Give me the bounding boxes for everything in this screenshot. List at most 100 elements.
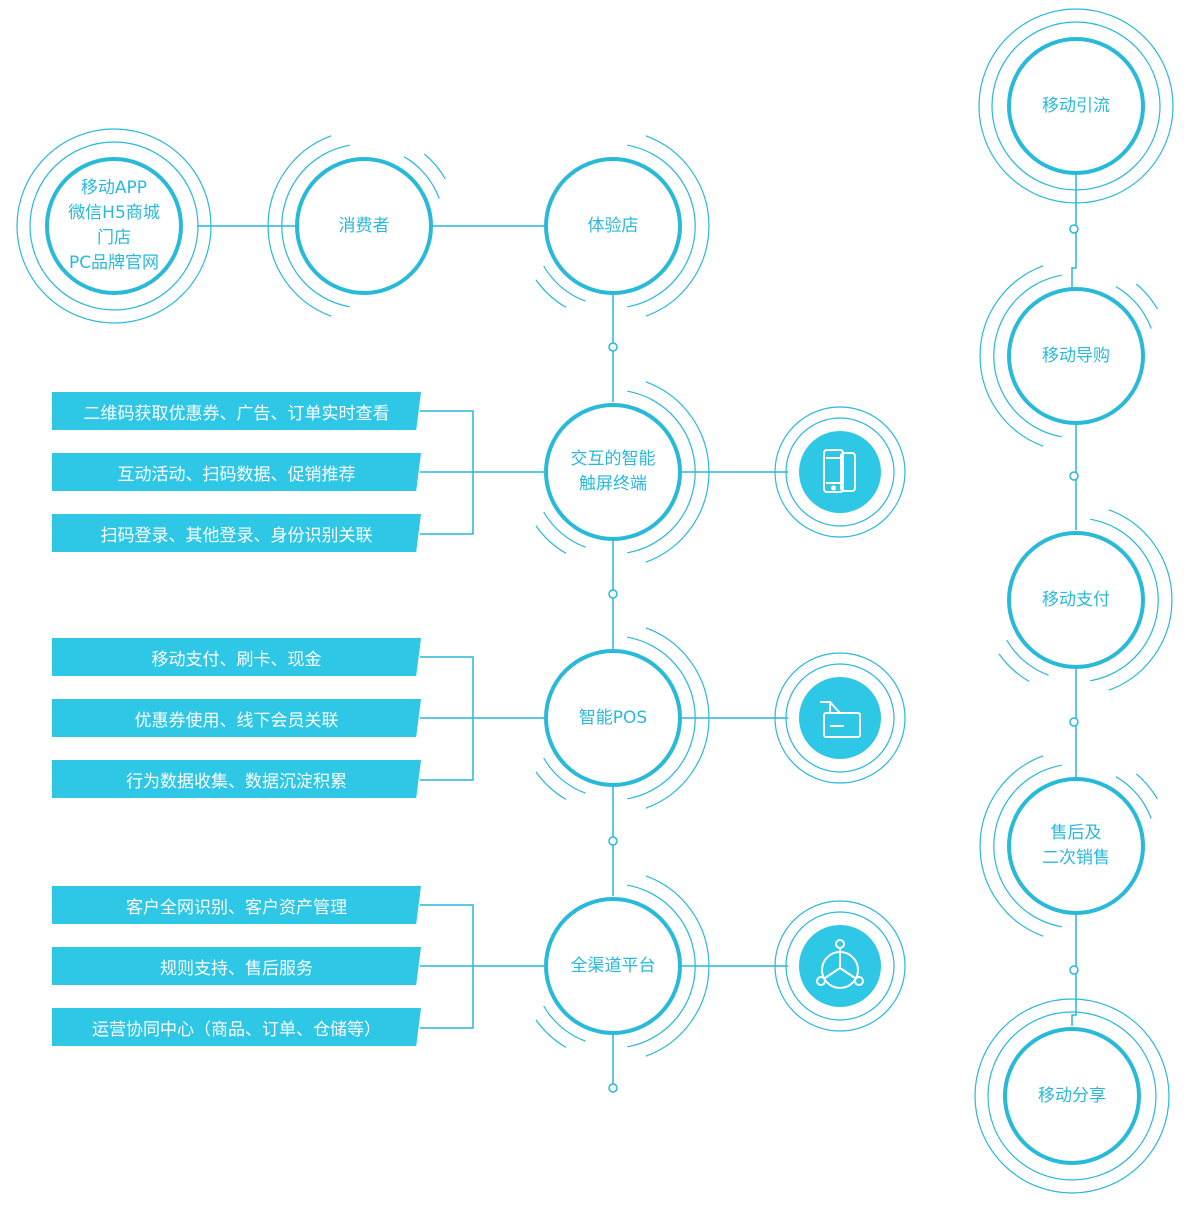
decorative-ring-arc [535, 279, 567, 308]
junction-dot [608, 342, 618, 352]
decorative-ring [29, 141, 199, 311]
decorative-ring-arc [1136, 773, 1158, 800]
feature-bar: 互动活动、扫码数据、促销推荐 [52, 453, 421, 491]
node-label-line: 触屏终端 [579, 474, 647, 494]
icon-outer-ring [785, 911, 895, 1021]
hub-node [854, 976, 864, 986]
node-share: 移动分享 [1010, 1034, 1134, 1158]
decorative-ring-arc [1115, 776, 1152, 819]
decorative-ring-arc [1006, 639, 1049, 676]
node-label-line: 移动APP [80, 178, 148, 198]
decorative-ring-arc [1115, 286, 1152, 329]
decorative-ring-arc [424, 153, 446, 180]
decorative-ring-arc [627, 390, 696, 554]
node-ring [544, 403, 682, 541]
junction-dot [608, 836, 618, 846]
node-ring [1003, 1027, 1141, 1165]
icon-outer-ring [774, 652, 906, 784]
node-label-line: 二次销售 [1042, 848, 1110, 868]
node-label-line: 体验店 [587, 215, 639, 236]
decorative-ring [974, 998, 1170, 1194]
decorative-ring-arc [627, 144, 696, 308]
decorative-ring-arc [979, 265, 1044, 447]
node-ring [295, 157, 433, 295]
icon-outer-ring [785, 663, 895, 773]
decorative-ring-arc [1108, 509, 1173, 691]
node-label-line: 移动引流 [1042, 95, 1110, 116]
node-label-line: 微信H5商城 [68, 203, 160, 223]
node-traffic: 移动引流 [1014, 44, 1138, 168]
decorative-ring [987, 1011, 1157, 1181]
decorative-ring-arc [627, 884, 696, 1048]
feature-bar: 客户全网识别、客户资产管理 [52, 886, 421, 924]
junction-dot [1069, 965, 1079, 975]
node-guide: 移动导购 [1014, 294, 1138, 418]
junction-dot [608, 1083, 618, 1093]
node-consumer: 消费者 [302, 164, 426, 288]
node-label-line: 移动分享 [1038, 1085, 1106, 1106]
hub-node [816, 976, 826, 986]
node-label-line: 消费者 [338, 215, 390, 236]
card [823, 712, 861, 738]
decorative-ring-arc [543, 265, 586, 302]
card-payment-icon [820, 701, 861, 738]
decorative-ring-arc [645, 135, 710, 317]
node-pos: 智能POS [551, 656, 675, 780]
decorative-ring-arc [535, 771, 567, 800]
decorative-ring-arc [543, 757, 586, 794]
decorative-ring-arc [645, 627, 710, 809]
node-label-line: 门店 [97, 228, 131, 248]
node-ring [1007, 287, 1145, 425]
node-label-line: 移动导购 [1042, 345, 1110, 366]
feature-bar: 运营协同中心（商品、订单、仓储等） [52, 1008, 421, 1046]
decorative-ring-arc [543, 1005, 586, 1042]
node-label-line: PC品牌官网 [68, 253, 160, 273]
icon-outer-ring [774, 900, 906, 1032]
decorative-ring-arc [267, 135, 332, 317]
node-store: 体验店 [551, 164, 675, 288]
node-channels: 移动APP 微信H5商城门店 PC品牌官网 [52, 164, 176, 288]
node-ring [1007, 777, 1145, 915]
decorative-ring-arc [979, 755, 1044, 937]
smartphone-icon [823, 449, 856, 493]
feature-bar: 规则支持、售后服务 [52, 947, 421, 985]
decorative-ring-arc [645, 875, 710, 1057]
decorative-ring-arc [1090, 518, 1159, 682]
decorative-ring-arc [993, 764, 1062, 928]
phone-body [823, 449, 844, 493]
decorative-ring-arc [1136, 283, 1158, 310]
node-ring [1007, 37, 1145, 175]
node-label-line: 售后及 [1050, 823, 1102, 843]
decorative-ring [991, 21, 1161, 191]
junction-dot [1069, 717, 1079, 727]
node-label-line: 交互的智能 [570, 449, 656, 469]
phone-body [840, 452, 856, 492]
decorative-ring-arc [403, 156, 440, 199]
node-payment: 移动支付 [1014, 538, 1138, 662]
node-ring [544, 897, 682, 1035]
network-hub-icon [816, 939, 864, 989]
decorative-ring-arc [535, 1019, 567, 1048]
icon-outer-ring [774, 406, 906, 538]
feature-bar: 优惠券使用、线下会员关联 [52, 699, 421, 737]
junction-dot [1069, 471, 1079, 481]
node-ring [1007, 531, 1145, 669]
hub-node [835, 939, 845, 949]
node-omni: 全渠道平台 [551, 904, 675, 1028]
decorative-ring-arc [281, 144, 350, 308]
decorative-ring-arc [645, 381, 710, 563]
node-ring [544, 649, 682, 787]
feature-bar: 二维码获取优惠券、广告、订单实时查看 [52, 392, 421, 430]
decorative-ring [16, 128, 212, 324]
feature-bar: 移动支付、刷卡、现金 [52, 638, 421, 676]
node-ring [45, 157, 183, 295]
right-connector [1071, 912, 1077, 1026]
junction-dot [1069, 224, 1079, 234]
icon-disc [799, 677, 881, 759]
node-label-line: 智能POS [578, 707, 648, 728]
icon-outer-ring [785, 417, 895, 527]
node-after_sales: 售后及二次销售 [1014, 784, 1138, 908]
node-ring [544, 157, 682, 295]
